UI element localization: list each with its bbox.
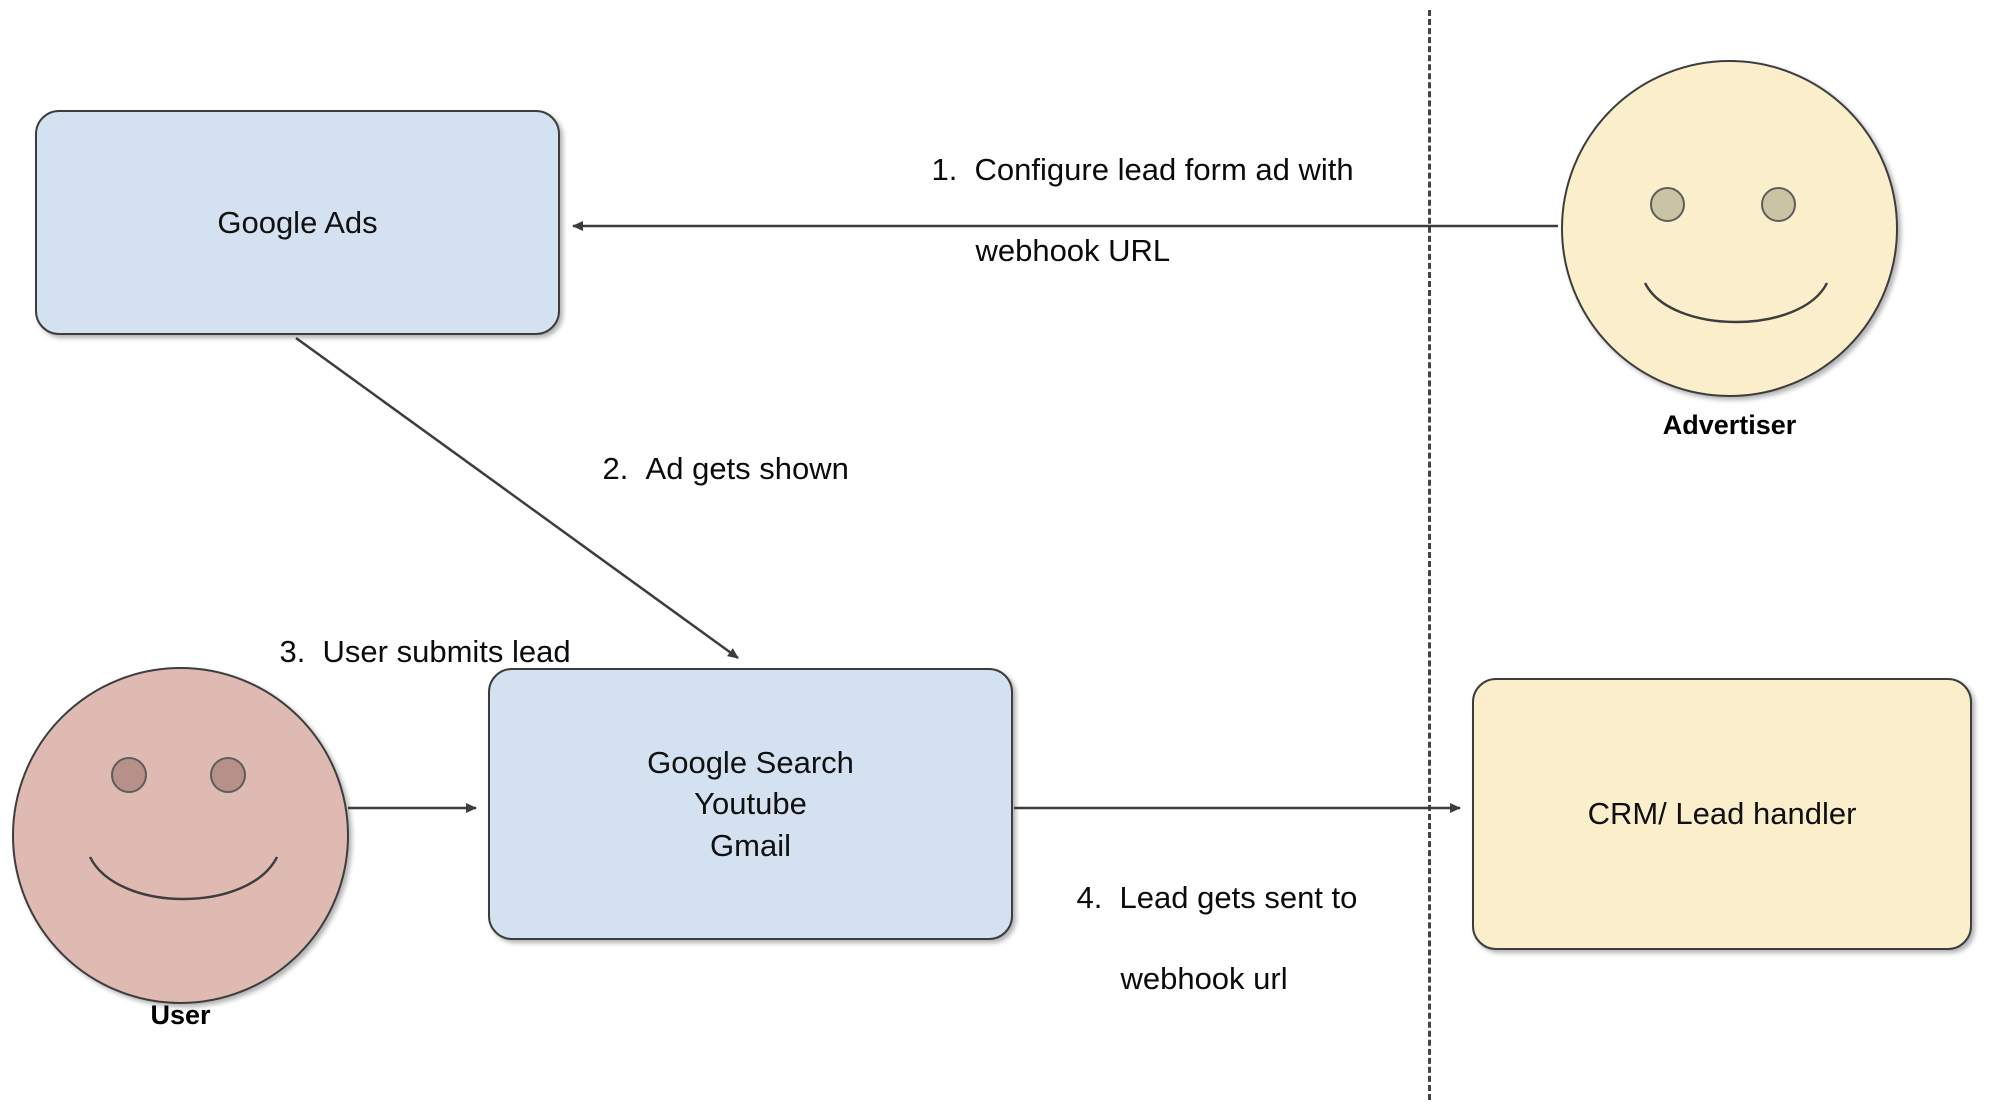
node-google-ads-label: Google Ads xyxy=(217,204,378,240)
user-smile-icon xyxy=(88,856,279,901)
actor-advertiser-label: Advertiser xyxy=(1662,410,1797,440)
user-right-eye-icon xyxy=(210,757,246,793)
node-google-surfaces-line-2: Youtube xyxy=(694,786,807,822)
step-4-text-line-2: webhook url xyxy=(1120,960,1288,996)
actor-user-label: User xyxy=(150,1000,211,1030)
node-google-surfaces[interactable]: Google Search Youtube Gmail xyxy=(488,668,1013,940)
step-3-label: 3. User submits lead xyxy=(245,592,571,713)
advertiser-smile-icon xyxy=(1643,282,1829,324)
user-left-eye-icon xyxy=(111,757,147,793)
arrow-google-ads-to-surfaces xyxy=(295,336,739,660)
step-2-number: 2. xyxy=(602,451,629,487)
node-google-surfaces-line-1: Google Search xyxy=(647,745,854,781)
step-3-number: 3. xyxy=(279,634,306,670)
step-2-label: 2. Ad gets shown xyxy=(568,409,849,530)
advertiser-left-eye-icon xyxy=(1650,187,1685,222)
step-1-number: 1. xyxy=(931,152,958,188)
node-google-ads[interactable]: Google Ads xyxy=(35,110,560,335)
node-google-surfaces-line-3: Gmail xyxy=(710,827,791,863)
node-crm-lead-handler[interactable]: CRM/ Lead handler xyxy=(1472,678,1972,950)
step-1-text-line-1: Configure lead form ad with xyxy=(974,152,1354,188)
step-4-number: 4. xyxy=(1076,880,1103,916)
step-4-label: 4. Lead gets sent to webhook url xyxy=(1042,838,1357,1039)
step-3-text-line-1: User submits lead xyxy=(322,634,571,670)
step-2-text-line-1: Ad gets shown xyxy=(645,451,849,487)
step-1-text-line-2: webhook URL xyxy=(975,232,1171,268)
node-crm-lead-handler-label: CRM/ Lead handler xyxy=(1587,796,1857,832)
step-1-label: 1. Configure lead form ad with webhook U… xyxy=(897,110,1354,311)
step-4-text-line-1: Lead gets sent to xyxy=(1119,880,1358,916)
actor-user-face[interactable] xyxy=(12,667,349,1004)
actor-advertiser-face[interactable] xyxy=(1561,60,1898,397)
boundary-divider-dashed-line xyxy=(1428,10,1431,1100)
advertiser-right-eye-icon xyxy=(1761,187,1796,222)
